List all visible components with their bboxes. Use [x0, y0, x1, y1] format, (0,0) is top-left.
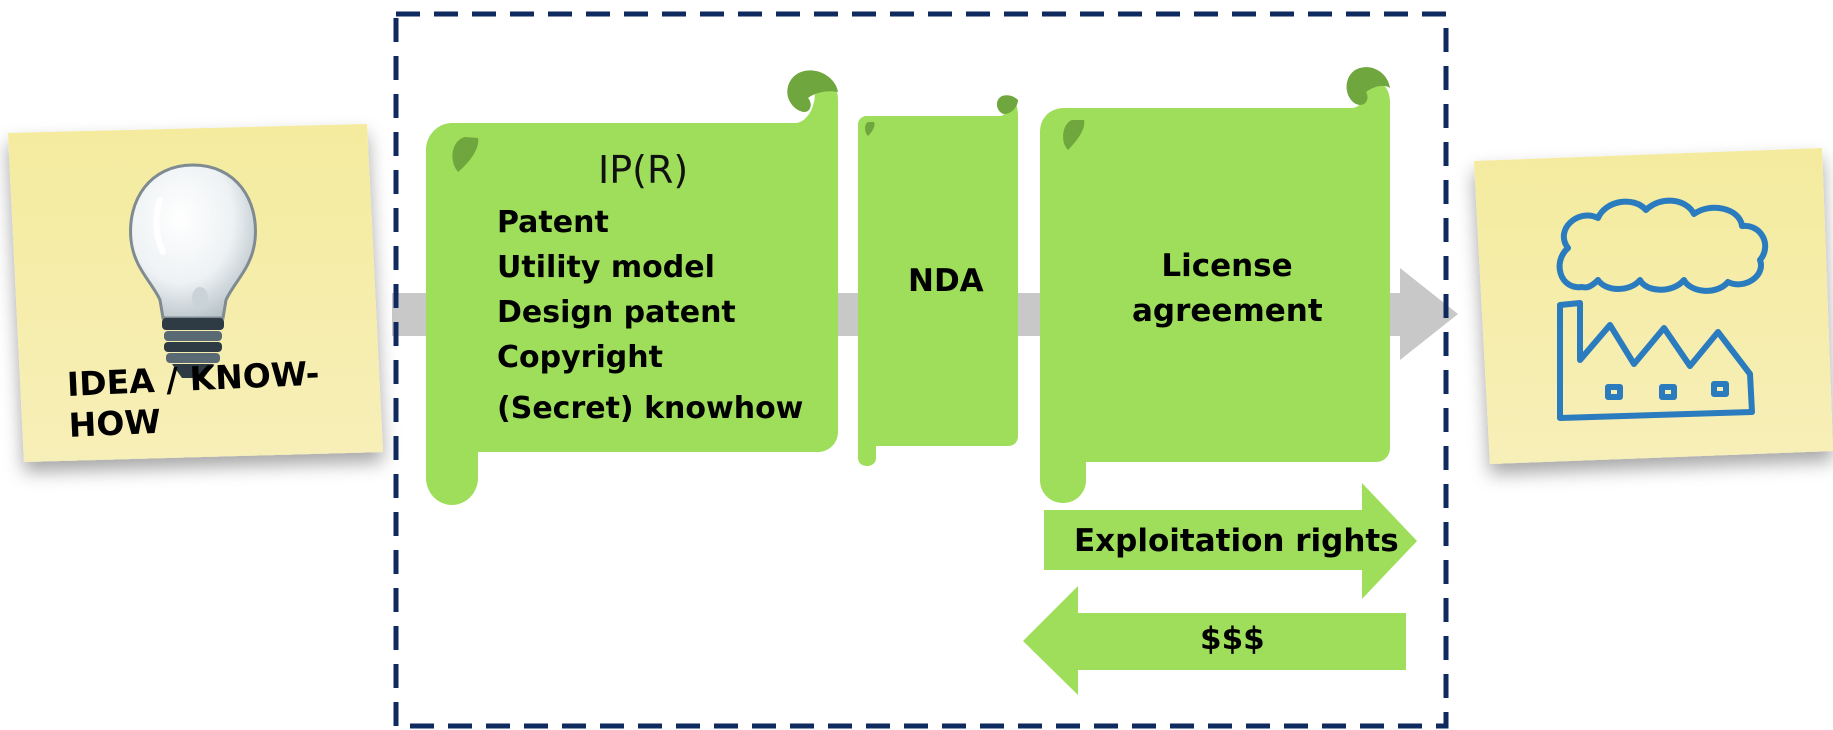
nda-label: NDA [908, 263, 984, 299]
license-label-line-2: agreement [1132, 293, 1323, 329]
ipr-item: Design patent [497, 295, 736, 330]
ipr-item: Copyright [497, 340, 663, 375]
ipr-scroll [426, 70, 838, 505]
exploitation-rights-label: Exploitation rights [1074, 523, 1399, 559]
money-label: $$$ [1200, 621, 1265, 657]
ipr-item: Patent [497, 205, 609, 240]
license-label: License agreement [1132, 244, 1323, 334]
ipr-item: (Secret) knowhow [497, 391, 804, 426]
ipr-title: IP(R) [598, 148, 689, 192]
nda-scroll [858, 95, 1018, 466]
ipr-item: Utility model [497, 250, 715, 285]
money-arrow [1023, 586, 1406, 695]
ipr-type-list: Patent Utility model Design patent Copyr… [497, 200, 803, 431]
idea-label: IDEA / KNOW- HOW [66, 353, 322, 446]
license-label-line-1: License [1161, 248, 1293, 284]
dashed-boundary [393, 11, 1449, 729]
exploitation-rights-arrow [1044, 483, 1417, 599]
light-bulb-icon [129, 163, 257, 378]
factory-icon [1556, 197, 1769, 421]
license-scroll [1040, 67, 1390, 503]
